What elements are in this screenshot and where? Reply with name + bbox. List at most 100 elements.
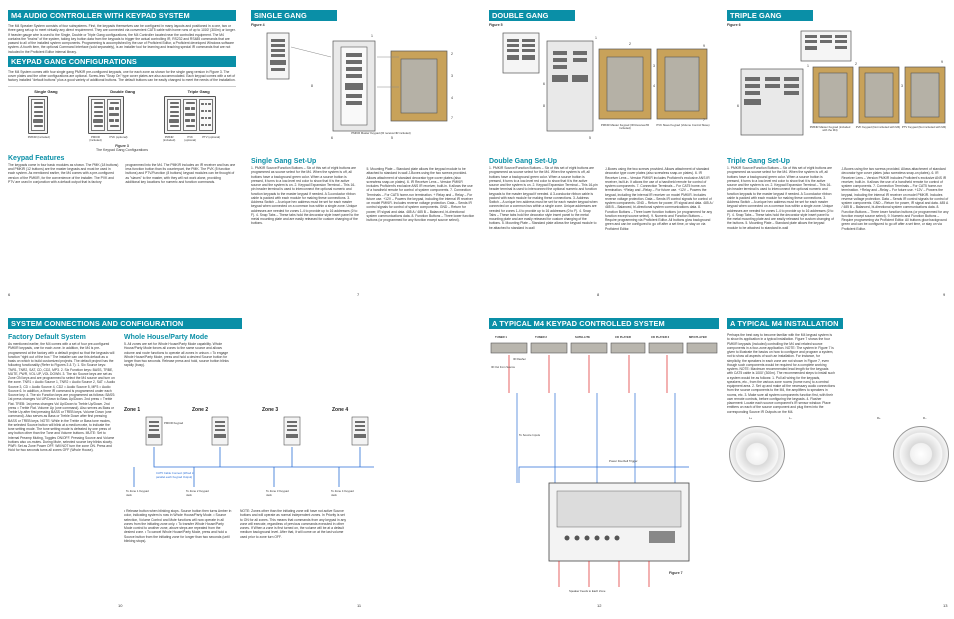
device-label: MP3 PLAYER [689,335,707,339]
to-source-label: To Source Inputs [519,433,540,437]
whole-house-text: 5. All zones are set for Whole House/Par… [124,342,229,368]
figure-number: Figure 4 [251,23,265,27]
svg-text:6: 6 [543,82,545,86]
double-gang-diagram: 1 2 3 4 5 6 7 8 9 [502,32,708,140]
setup-text-a: 1. PMKIR Source/Function Buttons – Six o… [251,166,359,226]
triple-gang-plate [164,95,216,134]
figure-number: Figure 5 [489,23,503,27]
triple-gang-figure: 1 2 3 9 6 PMKIR Master Keypad (included with… [727,27,949,155]
setup-text-b: 5. Mounting Plate – Standard plate allow… [366,167,475,222]
page-number: 8 [597,292,600,297]
figure-caption: PTV Keypad (Not included with M4) [901,125,947,129]
terminal-label: R– [923,415,927,420]
factory-text: As mentioned earlier, the M4 comes with … [8,342,116,453]
page-number: 9 [943,292,946,297]
page-number: 10 [118,603,123,608]
gang-label-double: Double Gang [110,88,136,94]
page-title: M4 AUDIO CONTROLLER WITH KEYPAD SYSTEM [8,10,236,21]
power-trigger-label: Power Doorbell Trigger [609,459,638,463]
gang-label-single: Single Gang [34,88,58,94]
features-text-b: programmed into the M4. The PMKIR includ… [125,162,236,184]
plate-label: PMKIR (Included) [89,134,102,142]
system-wiring [490,342,718,587]
figure-number: Figure 3 [115,143,129,148]
keypad-module [31,98,45,131]
svg-text:2: 2 [855,62,857,66]
plate-label: PVK (optional) [109,134,128,139]
svg-text:9: 9 [703,44,705,48]
svg-text:5: 5 [589,136,591,140]
svg-text:8: 8 [543,104,545,108]
setup-text-b: J-Boxes using the two screws provided. A… [841,167,949,231]
page-12: A TYPICAL M4 KEYPAD CONTROLLED SYSTEM TU… [489,318,719,608]
terminal-label: L– [789,415,793,420]
page-number: 11 [357,603,362,608]
svg-text:4: 4 [653,84,655,88]
ceiling-speaker-left [729,425,785,482]
setup-heading: Double Gang Set-Up [489,158,558,165]
svg-text:1: 1 [371,34,373,38]
svg-text:1: 1 [807,64,809,68]
zone-label: Zone 2 [192,407,209,413]
page-number: 12 [597,603,602,608]
cat5-note: CAT5 Cable Connect (Wired in parallel ea… [156,471,195,479]
figure-caption: PMKIR Master Keypad (included with the M… [809,125,851,133]
device-label: CD PLAYER [615,335,631,339]
keypad-config-text: The M4 System comes with four single gan… [8,69,236,83]
page-title: SINGLE GANG [251,10,337,21]
keypad-label: PMKIR Keypad [164,421,184,425]
page-number: 7 [357,292,360,297]
section-heading: KEYPAD GANG CONFIGURATIONS [8,55,236,67]
svg-text:3: 3 [901,84,903,88]
zone-diagram: Zone 1 Zone 2 Zone 3 Zone 4 PMKIR Keypad… [124,407,474,505]
svg-text:6: 6 [737,104,739,108]
figure-caption: PVK Keypad (Not included with M4) [855,125,901,129]
speaker-figure: L+ L– R+ R– [727,416,949,486]
gang-label-triple: Triple Gang [187,88,210,94]
plate-label: PMKIR (Included) [27,134,50,139]
page-10-11: SYSTEM CONNECTIONS AND CONFIGURATION Fac… [8,318,474,604]
setup-heading: Triple Gang Set-Up [727,158,791,165]
factory-heading: Factory Default System [8,334,86,341]
triple-gang-diagram: 1 2 3 9 6 [737,30,946,136]
plate-label: PMKIR (included) [162,134,176,142]
to-zone-label: To Zone 2 Keypad Jack [186,489,209,497]
svg-text:2: 2 [629,42,631,46]
svg-text:9: 9 [941,60,943,64]
figure-caption: PMKIR Master Keypad (IR receiver/IR incl… [351,131,411,135]
page-number: 6 [8,292,11,297]
speaker-feeds-label: Speaker Feeds to Each Zone [569,589,606,593]
ir-out-label: IR Out from Source [491,365,516,369]
gang-figure: Single Gang Double Gang Triple Gang PMKI… [8,85,236,152]
ir-flasher-label: IR Flasher [513,357,526,361]
setup-text-a: 1. PMKIR Source/Function Buttons – Six o… [727,166,834,230]
page-number: 13 [943,603,948,608]
system-diagram: TUNER 1 TUNER 2 SATELLITE CD PLAYER CD P… [489,333,719,603]
svg-text:3: 3 [653,64,655,68]
page-6: M4 AUDIO CONTROLLER WITH KEYPAD SYSTEM T… [8,10,236,306]
zone-label: Zone 1 [124,407,141,413]
svg-text:6: 6 [331,136,333,140]
device-label: TUNER 1 [495,335,507,339]
double-gang-figure: 1 2 3 4 5 6 7 8 9 PMKIR Master Keypad (IR Receiv… [489,27,714,155]
svg-text:1: 1 [595,36,597,40]
page-13: A TYPICAL M4 INSTALLATION Perhaps the be… [727,318,949,608]
svg-text:2: 2 [451,52,453,56]
to-zone-label: To Zone 1 Keypad Jack [126,489,149,497]
figure-caption: PMKIR Master Keypad (IR Receiver/IR Incl… [600,123,650,131]
setup-heading: Single Gang Set-Up [251,158,317,165]
figure-number: Figure 7 [669,571,683,575]
page-title: SYSTEM CONNECTIONS AND CONFIGURATION [8,318,242,329]
page-title: DOUBLE GANG [489,10,575,21]
svg-text:7: 7 [451,116,453,120]
zone-wiring [133,416,374,487]
svg-text:7: 7 [703,118,705,122]
page-title: A TYPICAL M4 KEYPAD CONTROLLED SYSTEM [489,318,719,329]
single-gang-plate [28,95,48,134]
installation-text: Perhaps the best way to become familiar … [727,333,835,414]
setup-text-a: 1. PMKIR Source/Function Buttons – Six o… [489,166,598,230]
page-title: TRIPLE GANG [727,10,813,21]
